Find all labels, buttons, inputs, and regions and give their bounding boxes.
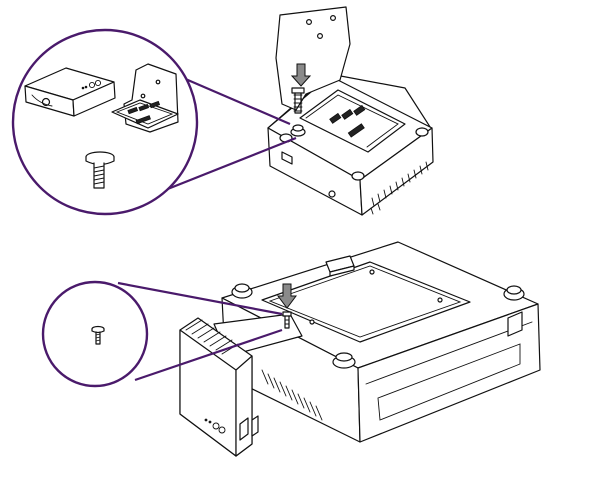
small-screw-detail xyxy=(41,280,283,388)
dongle-and-thumbscrew-detail xyxy=(11,28,297,216)
screw-icon xyxy=(291,87,305,114)
bracket-icon xyxy=(275,6,351,111)
screw-icon xyxy=(85,151,115,189)
screw-icon xyxy=(282,311,292,329)
press-down-arrow-icon xyxy=(290,63,312,87)
dongle-icon xyxy=(24,67,116,117)
screw-icon xyxy=(91,325,105,345)
step-1-attach-dongle xyxy=(11,6,434,216)
dongle-icon xyxy=(179,317,259,457)
bracket-icon xyxy=(111,63,179,133)
projector-icon xyxy=(267,73,434,216)
projector-icon xyxy=(221,241,541,443)
press-down-arrow-icon xyxy=(277,283,297,309)
step-2-secure-dongle xyxy=(41,241,541,457)
